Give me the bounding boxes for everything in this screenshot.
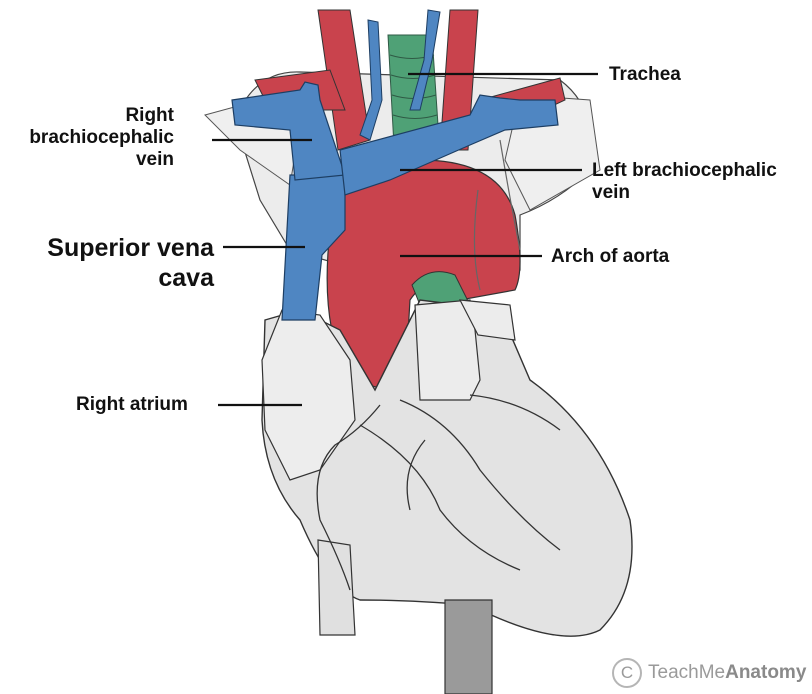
descending-aorta [444,599,493,694]
brand-bold: Anatomy [725,662,807,683]
label-trachea: Trachea [609,64,681,86]
coronary-vessels [316,394,561,591]
brand-light: TeachMe [648,662,726,683]
label-right-atrium: Right atrium [76,394,188,416]
label-svc-line2: cava [158,264,214,292]
label-rbv-line1: Right [125,105,174,126]
label-aorta-text: Arch of aorta [551,246,670,267]
left-brachiocephalic-vein-shape [339,94,559,196]
right-brachiocephalic-vein-shape [231,81,346,181]
label-left-brachiocephalic-vein: Left brachiocephalic vein [592,160,777,204]
label-right-brachiocephalic-vein: Right brachiocephalic vein [0,105,174,171]
nerves [473,139,521,291]
heart-body [261,299,633,637]
pulmonary-artery [458,299,516,341]
copyright-icon: C [612,658,642,688]
label-right-atrium-text: Right atrium [76,394,188,415]
jugular-vein-right [409,9,441,111]
leader-lines [212,72,598,407]
label-rbv-line3: vein [135,149,174,170]
inferior-vena-cava [317,539,356,636]
label-svc-line1: Superior vena [47,234,214,262]
watermark: C TeachMeAnatomy [612,658,806,688]
label-rbv-line2: brachiocephalic [29,127,174,148]
pulmonary-trunk [414,299,481,401]
jugular-vein-left [359,19,383,141]
label-lbv-line1: Left brachiocephalic [592,160,777,181]
label-arch-of-aorta: Arch of aorta [551,246,669,268]
label-trachea-text: Trachea [609,64,681,85]
label-lbv-line2: vein [592,182,631,203]
brand-name: TeachMeAnatomy [648,662,806,684]
label-superior-vena-cava: Superior vena cava [0,233,214,293]
